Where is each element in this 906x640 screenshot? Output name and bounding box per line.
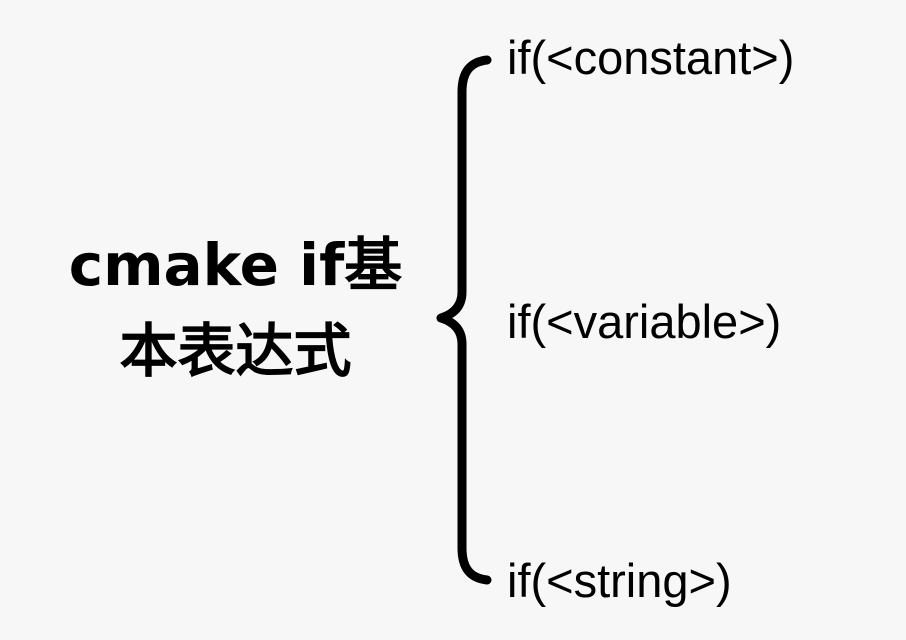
root-topic: cmake if基 本表达式 bbox=[38, 222, 433, 394]
root-topic-line-1: cmake if基 bbox=[68, 231, 403, 299]
branch-variable: if(<variable>) bbox=[507, 295, 782, 348]
brace-path bbox=[436, 55, 492, 585]
branch-string: if(<string>) bbox=[507, 554, 732, 607]
branch-constant: if(<constant>) bbox=[507, 31, 795, 84]
root-topic-line-2: 本表达式 bbox=[119, 317, 352, 385]
